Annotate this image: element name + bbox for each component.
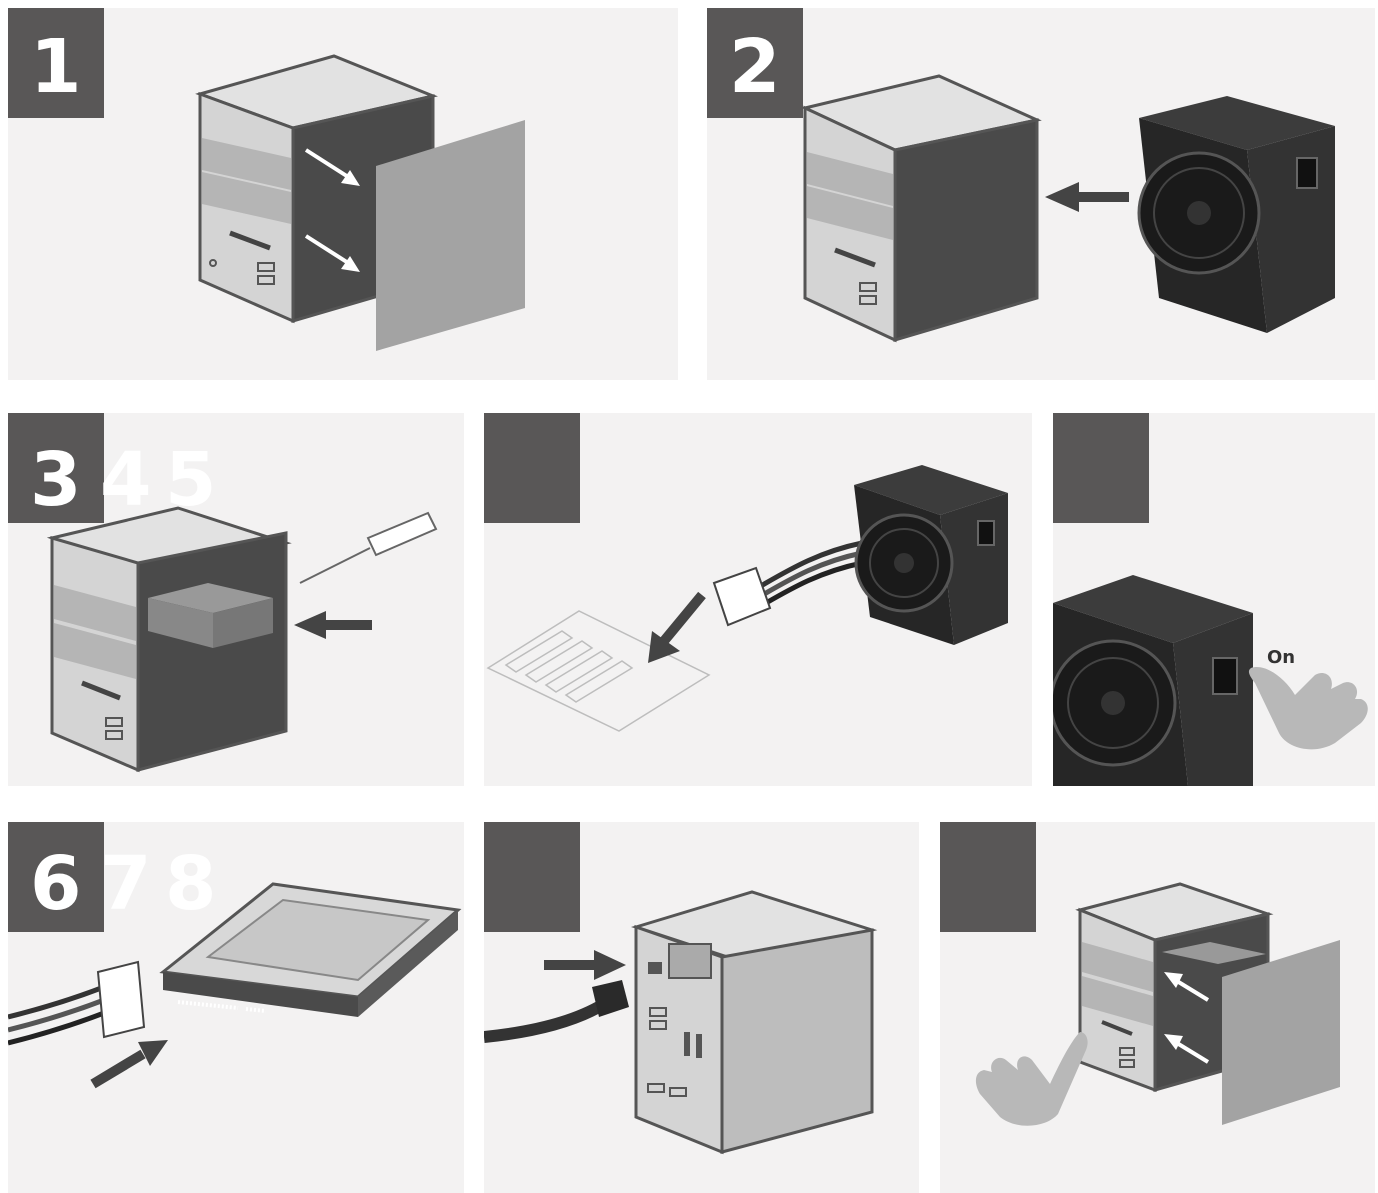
power-on-label: On: [1267, 647, 1295, 668]
step-8-panel: [940, 822, 1375, 1193]
step-2-panel: 2: [707, 8, 1375, 380]
step-1-illustration: [8, 8, 678, 380]
pc-case-icon: [636, 892, 872, 1152]
step-6-number: 6: [30, 847, 80, 921]
power-supply-icon: [1053, 575, 1253, 786]
arrow-icon: [1045, 182, 1129, 212]
pc-case-icon: [805, 76, 1037, 340]
step-5-badge: [1053, 413, 1149, 523]
step-5-number: 5: [165, 443, 215, 517]
step-2-illustration: [707, 8, 1375, 380]
step-3-number: 3: [30, 443, 80, 517]
hand-icon: [1249, 667, 1368, 749]
step-5-panel: On: [1053, 413, 1375, 786]
power-supply-icon: [1139, 96, 1335, 333]
screwdriver-icon: [300, 513, 436, 583]
step-7-number: 7: [100, 847, 150, 921]
pc-case-icon: [52, 508, 286, 770]
step-8-badge: [940, 822, 1036, 932]
step-4-badge: [484, 413, 580, 523]
step-4-panel: [484, 413, 1032, 786]
molex-connector-icon: [714, 543, 862, 625]
arrow-icon: [93, 1040, 168, 1084]
molex-connector-icon: [8, 962, 144, 1043]
step-7-panel: [484, 822, 919, 1193]
step-1-number: 1: [30, 30, 80, 104]
arrow-icon: [648, 595, 702, 663]
hand-icon: [976, 1032, 1088, 1126]
step-8-number: 8: [165, 847, 215, 921]
step-1-panel: 1: [8, 8, 678, 380]
step-2-number: 2: [729, 30, 779, 104]
power-supply-icon: [854, 465, 1008, 645]
arrow-icon: [294, 611, 372, 639]
step-7-badge: [484, 822, 580, 932]
step-4-number: 4: [100, 443, 150, 517]
step-6-panel: 6 7 8: [8, 822, 464, 1193]
step-3-panel: 3 4 5: [8, 413, 464, 786]
power-cable-icon: [484, 980, 629, 1037]
arrow-icon: [544, 950, 626, 980]
